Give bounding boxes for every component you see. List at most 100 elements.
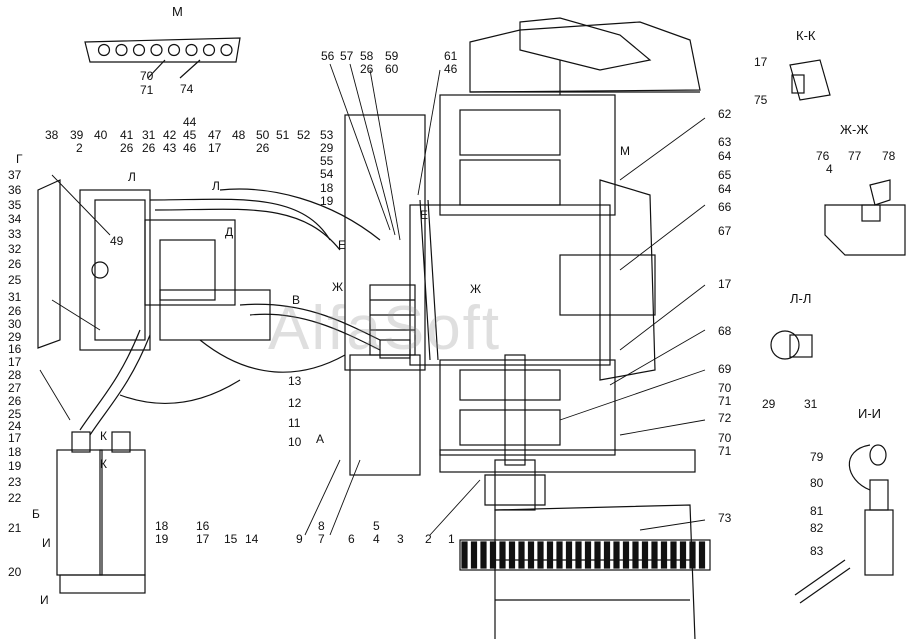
- drive-shaft: [484, 354, 546, 511]
- callout-18b: 18: [8, 445, 22, 459]
- callout-25a: 25: [8, 273, 22, 287]
- callout-16b: 16: [196, 519, 210, 533]
- callout-75: 75: [754, 93, 768, 107]
- callout-71: 71: [140, 83, 154, 97]
- strip-hole: [97, 43, 111, 57]
- callout-29ll: 29: [762, 397, 776, 411]
- callout-47: 47: [208, 128, 222, 142]
- callout-64b: 64: [718, 182, 732, 196]
- gear-tooth: [679, 541, 687, 569]
- callout-49: 49: [110, 234, 124, 248]
- gear-tooth: [480, 541, 487, 569]
- gear-tooth: [670, 541, 677, 569]
- callout-21: 21: [8, 521, 22, 535]
- filter-pair: [56, 431, 146, 594]
- gear-tooth: [632, 541, 639, 569]
- callout-69: 69: [718, 362, 732, 376]
- callout-60: 60: [385, 62, 399, 76]
- gear-tooth: [698, 541, 706, 569]
- gear-tooth: [565, 541, 573, 569]
- section-ii-detail: [794, 444, 894, 604]
- view-marker-zh1: Ж: [332, 280, 344, 294]
- gear-tooth: [461, 541, 468, 569]
- callout-70r2: 70: [718, 431, 732, 445]
- strip-hole: [167, 43, 181, 57]
- callout-79: 79: [810, 450, 824, 464]
- gear-tooth: [499, 541, 506, 569]
- callout-4: 4: [373, 532, 380, 546]
- callout-51: 51: [276, 128, 290, 142]
- callout-77: 77: [848, 149, 862, 163]
- gear-tooth: [584, 541, 592, 569]
- callout-63: 63: [718, 135, 732, 149]
- view-marker-l1: Л: [128, 170, 136, 184]
- section-zhzh-title: Ж-Ж: [840, 122, 869, 137]
- section-ll-title: Л-Л: [790, 291, 812, 306]
- callout-54: 54: [320, 167, 334, 181]
- callout-64a: 64: [718, 149, 732, 163]
- callout-17b: 17: [208, 141, 222, 155]
- view-marker-zh2: Ж: [470, 282, 482, 296]
- view-marker-l2: Л: [212, 179, 220, 193]
- callout-40: 40: [94, 128, 108, 142]
- callout-48: 48: [232, 128, 246, 142]
- callout-29a: 29: [320, 141, 334, 155]
- gear-tooth: [489, 541, 497, 569]
- callout-16a: 16: [8, 342, 22, 356]
- callout-70: 70: [140, 69, 154, 83]
- gear-tooth: [556, 541, 563, 569]
- callout-62: 62: [718, 107, 732, 121]
- callout-71r: 71: [718, 394, 732, 408]
- view-marker-i1: И: [42, 536, 51, 550]
- callout-28: 28: [8, 368, 22, 382]
- gear-tooth: [527, 541, 535, 569]
- view-marker-v: В: [292, 293, 301, 307]
- strip-hole: [220, 43, 233, 57]
- callout-45: 45: [183, 128, 197, 142]
- callout-3: 3: [397, 532, 404, 546]
- callout-82: 82: [810, 521, 824, 535]
- callout-73: 73: [718, 511, 732, 525]
- gear-tooth: [651, 541, 658, 569]
- callout-32: 32: [8, 242, 22, 256]
- gear-tooth: [546, 541, 554, 569]
- callout-12: 12: [288, 396, 302, 410]
- callout-83: 83: [810, 544, 824, 558]
- section-zhzh-detail: [824, 179, 906, 256]
- callout-26d: 26: [256, 141, 270, 155]
- callout-31b: 31: [8, 290, 22, 304]
- callout-13: 13: [288, 374, 302, 388]
- view-marker-k1: К: [100, 429, 107, 443]
- callout-55: 55: [320, 154, 334, 168]
- callout-34: 34: [8, 212, 22, 226]
- callout-50: 50: [256, 128, 270, 142]
- section-m-title: М: [172, 4, 183, 19]
- section-ll-detail: [770, 330, 813, 360]
- view-marker-a: А: [316, 432, 325, 446]
- section-m-strip: [84, 37, 241, 79]
- strip-hole: [132, 43, 146, 57]
- callout-68: 68: [718, 324, 732, 338]
- view-marker-k2: К: [100, 457, 107, 471]
- strip-hole: [185, 43, 198, 57]
- gearbox-housing: [439, 17, 701, 216]
- callout-17kk: 17: [754, 55, 768, 69]
- callout-26e: 26: [8, 257, 22, 271]
- gear-tooth: [603, 541, 611, 569]
- callout-23: 23: [8, 475, 22, 489]
- gear-tooth: [622, 541, 630, 569]
- gear-tooth: [594, 541, 601, 569]
- callout-31ll: 31: [804, 397, 818, 411]
- view-marker-e2: Е: [338, 238, 347, 252]
- leader-lines: [39, 63, 706, 536]
- callout-10: 10: [288, 435, 302, 449]
- callout-20: 20: [8, 565, 22, 579]
- callout-26b: 26: [120, 141, 134, 155]
- callout-61: 61: [444, 49, 458, 63]
- callout-4zh: 4: [826, 162, 833, 176]
- strip-hole: [115, 43, 128, 57]
- callout-19c: 19: [155, 532, 169, 546]
- callout-66: 66: [718, 200, 732, 214]
